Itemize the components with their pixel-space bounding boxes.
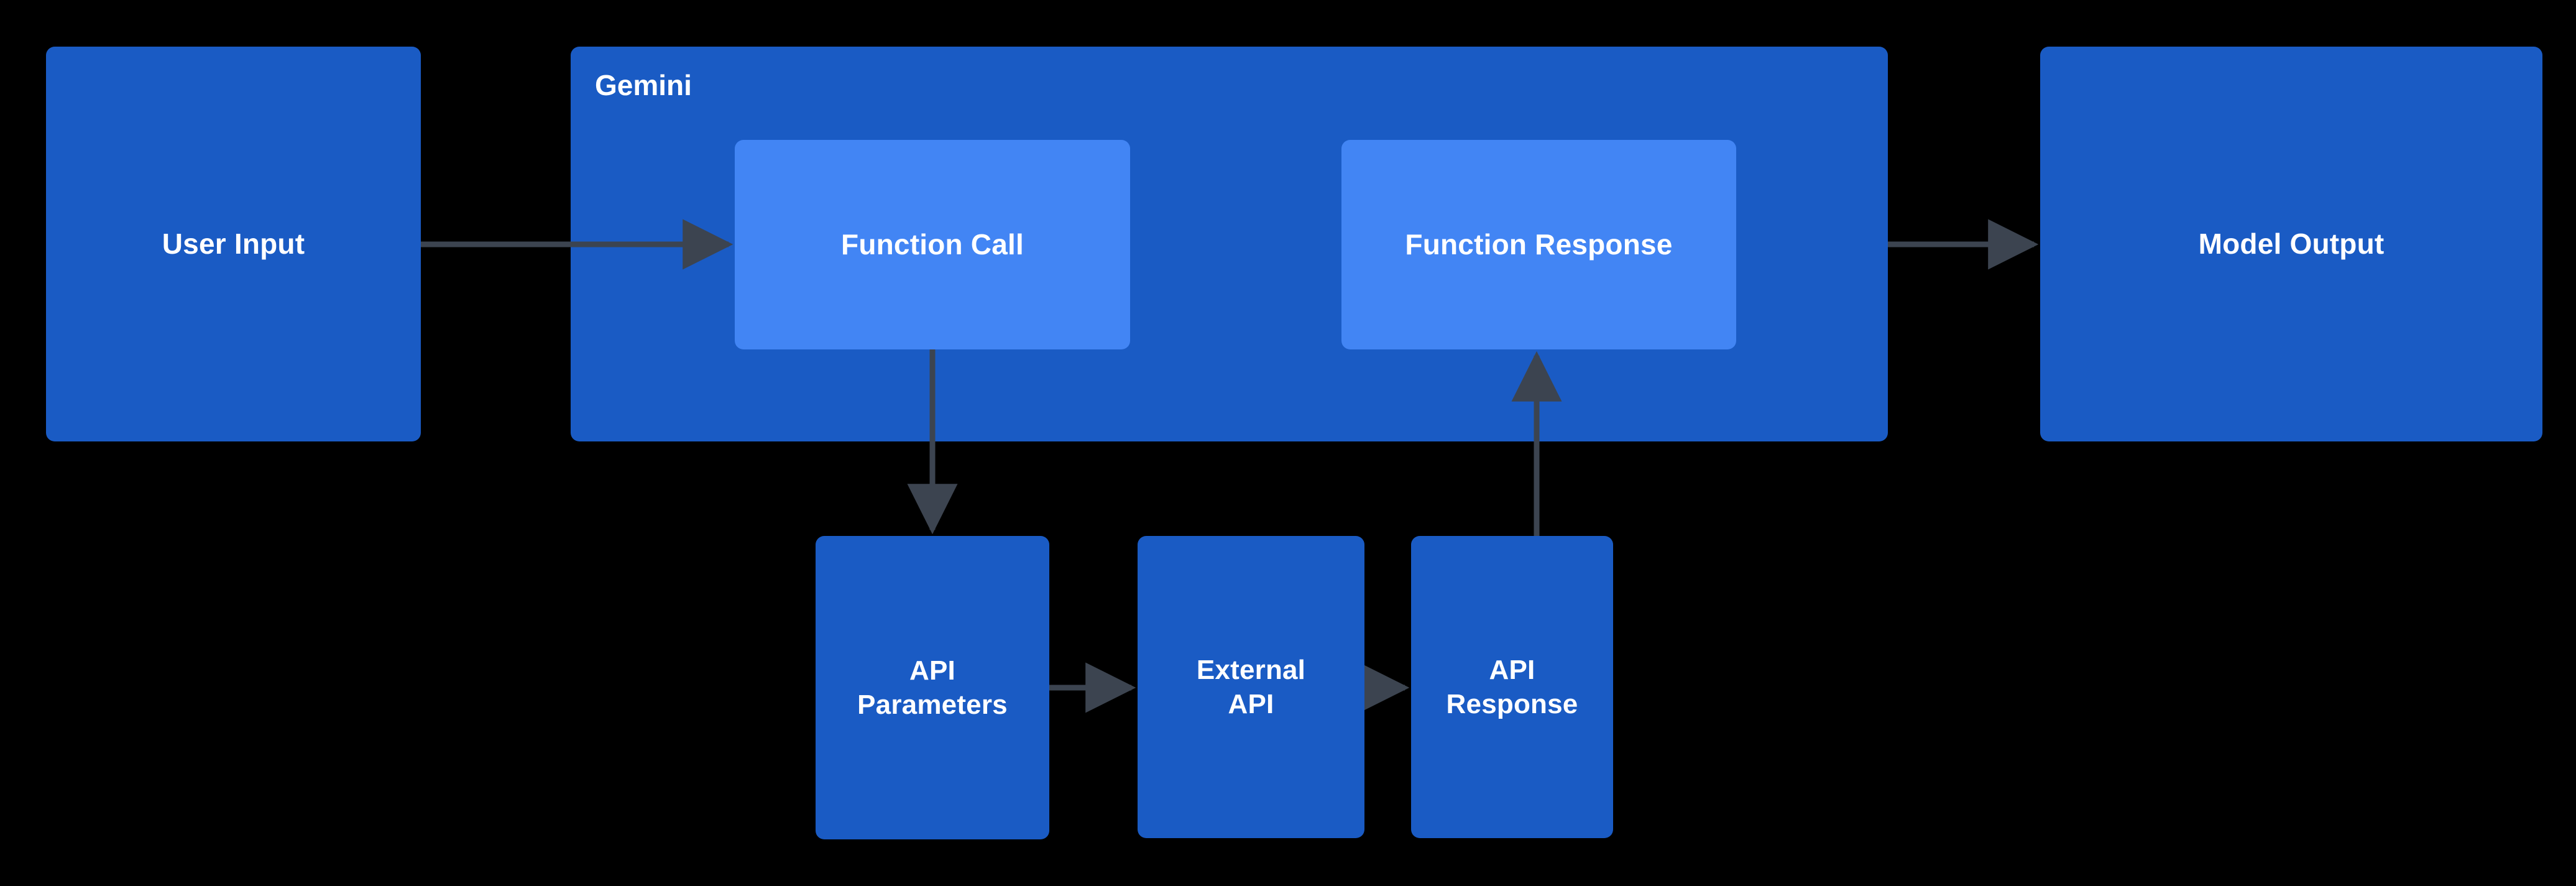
- node-api-parameters-label: API Parameters: [857, 655, 1008, 720]
- node-external-api-label: External API: [1196, 655, 1306, 719]
- node-api-response[interactable]: API Response: [1411, 536, 1613, 838]
- node-function-response-label: Function Response: [1405, 228, 1673, 261]
- node-model-output-label: Model Output: [2198, 227, 2385, 260]
- cluster-gemini-label: Gemini: [595, 69, 692, 101]
- node-model-output[interactable]: Model Output: [2040, 47, 2542, 441]
- node-api-response-label: API Response: [1446, 655, 1578, 719]
- node-user-input[interactable]: User Input: [46, 47, 421, 441]
- node-function-response[interactable]: Function Response: [1341, 140, 1736, 349]
- node-function-call[interactable]: Function Call: [735, 140, 1130, 349]
- node-user-input-label: User Input: [162, 227, 305, 260]
- node-api-parameters[interactable]: API Parameters: [816, 536, 1049, 839]
- node-external-api[interactable]: External API: [1138, 536, 1364, 838]
- node-function-call-label: Function Call: [841, 228, 1024, 261]
